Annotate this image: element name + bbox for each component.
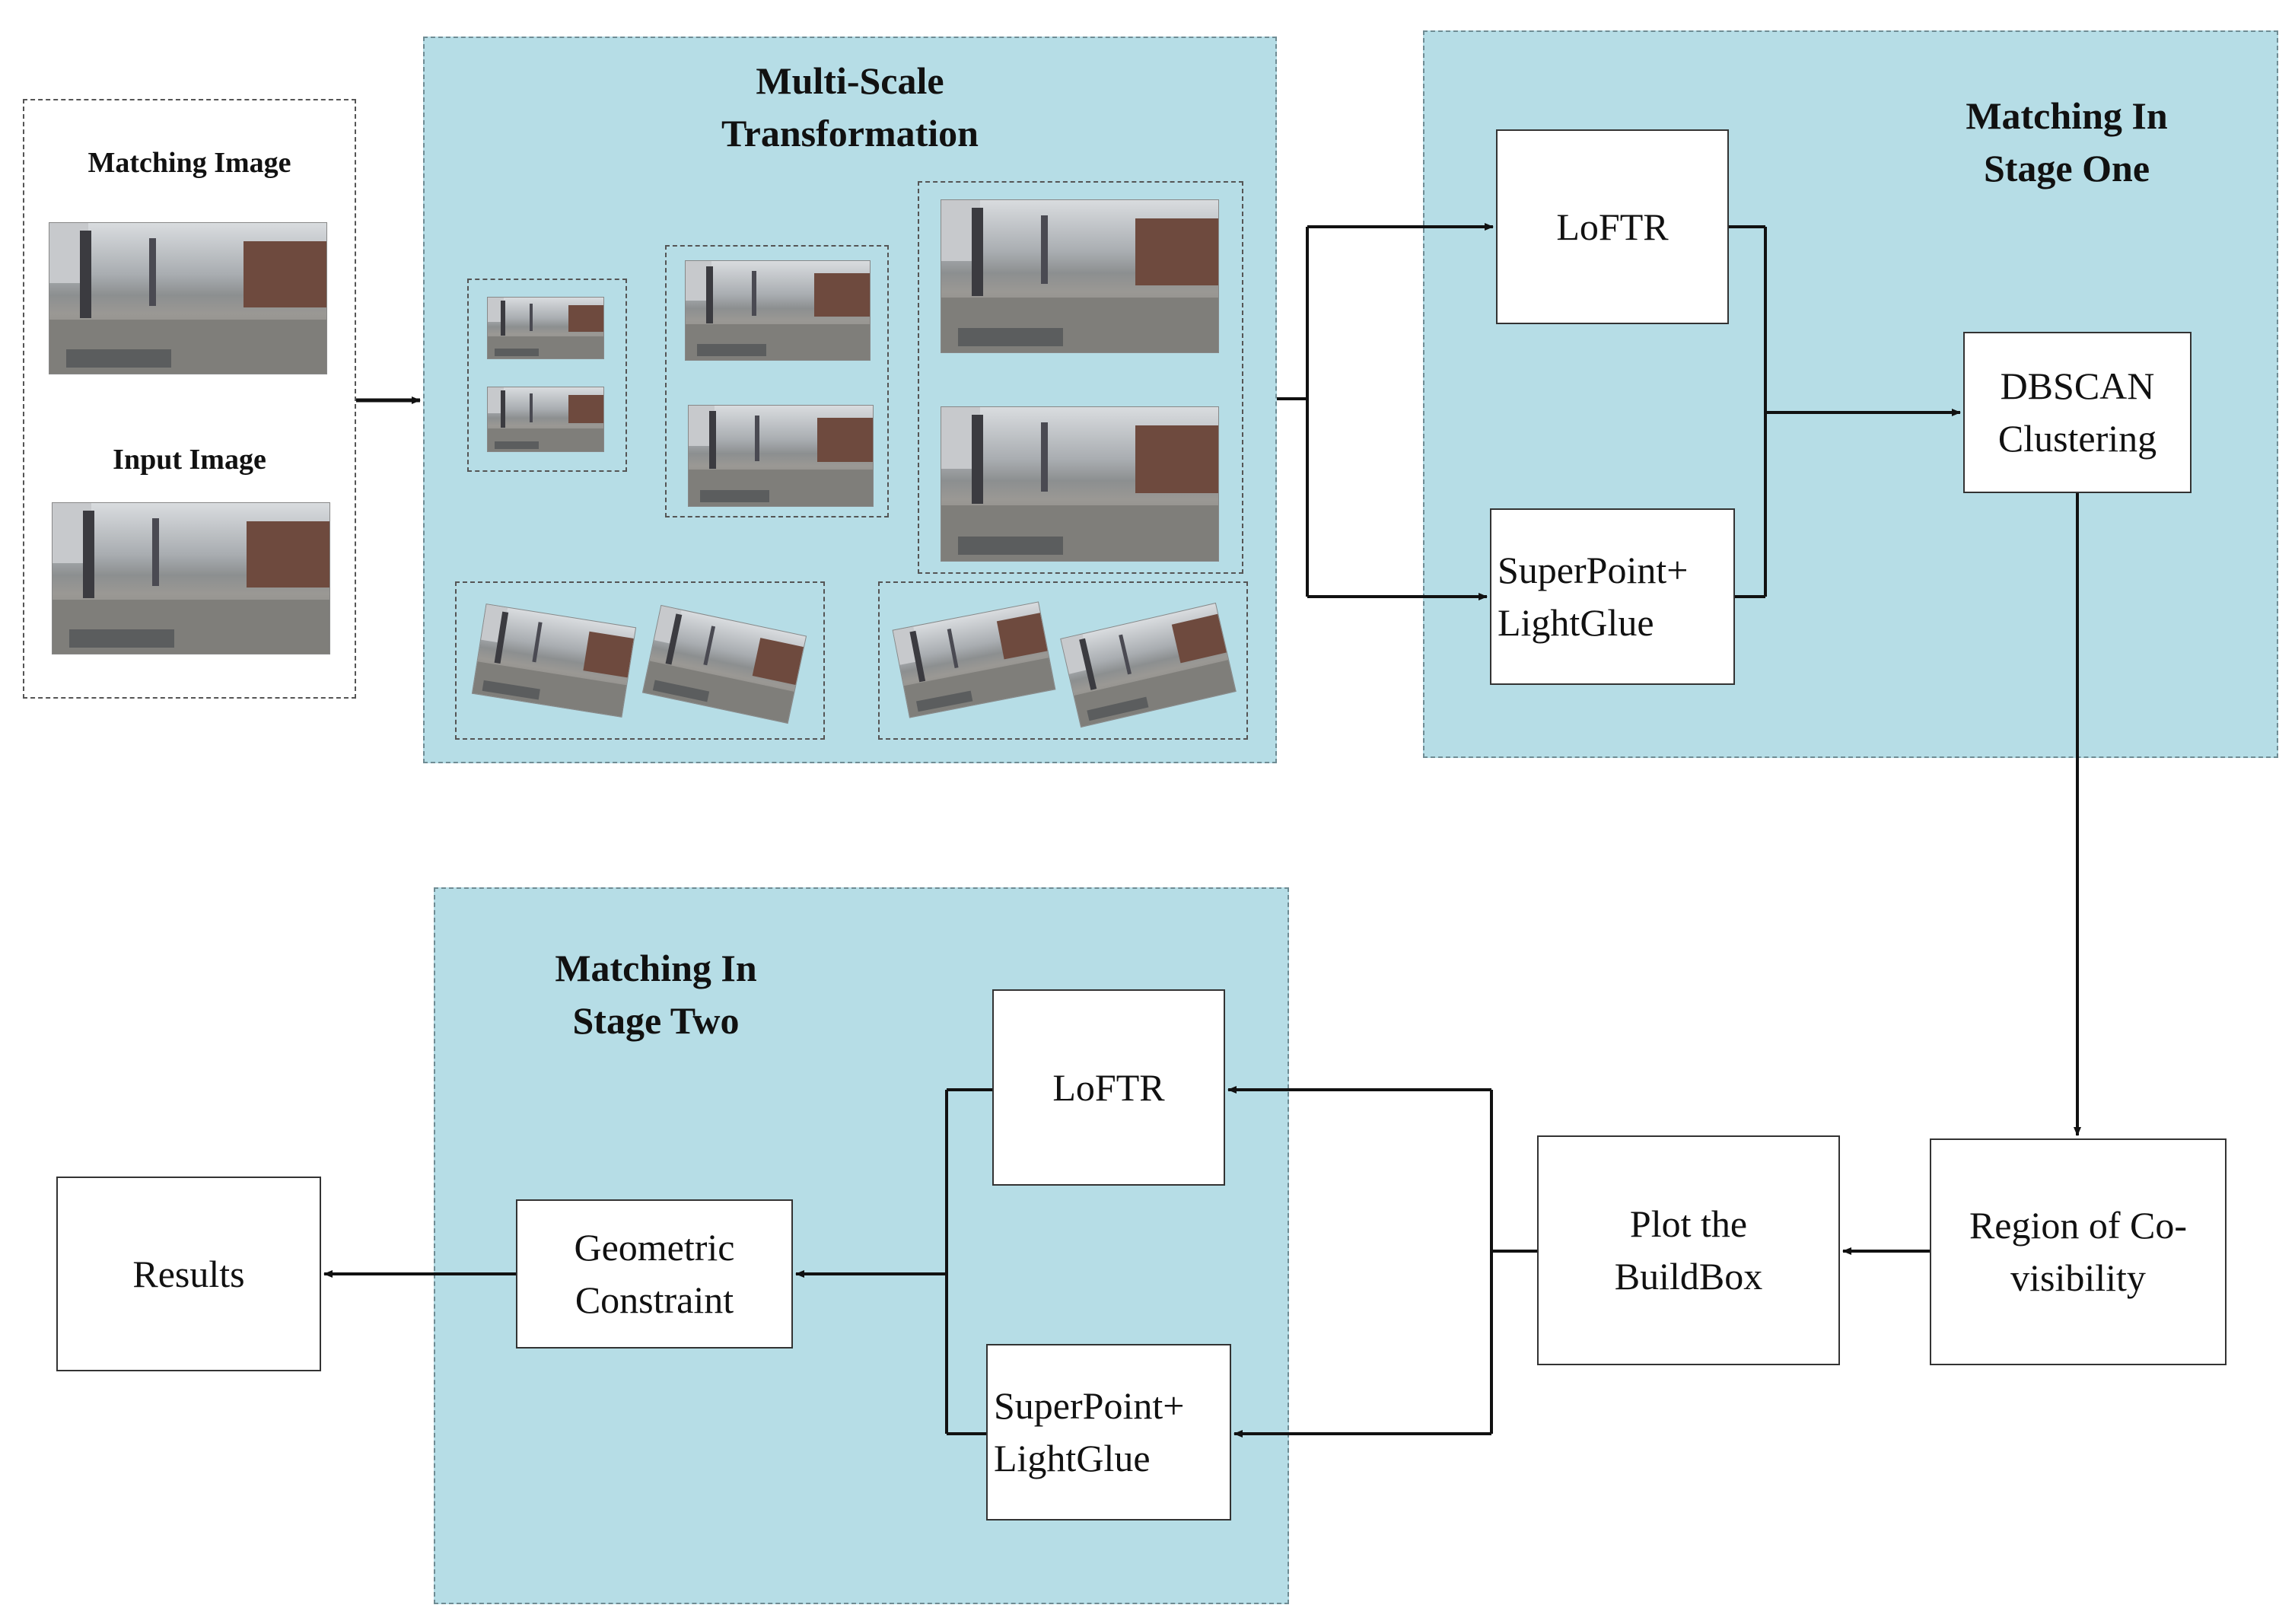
matching-image-label: Matching Image — [88, 147, 291, 179]
scaled-image-small-2 — [487, 387, 604, 452]
multi-scale-title: Multi-Scale Transformation — [721, 59, 979, 154]
stage-two-title: Matching In Stage Two — [555, 947, 757, 1042]
results-box: Results — [56, 1177, 321, 1371]
rotation-group-2 — [878, 581, 1248, 740]
scale-group-medium — [665, 245, 889, 517]
input-images-panel — [23, 99, 356, 699]
stage-two-superpoint-lightglue: SuperPoint+LightGlue — [986, 1344, 1231, 1521]
scale-group-small — [467, 279, 627, 472]
scaled-image-large-2 — [941, 406, 1219, 562]
matching-image — [49, 222, 327, 374]
scaled-image-medium-1 — [685, 260, 871, 361]
scale-group-large — [918, 181, 1243, 574]
scaled-image-small-1 — [487, 297, 604, 359]
scaled-image-medium-2 — [688, 405, 874, 507]
stage-one-loftr: LoFTR — [1496, 129, 1729, 324]
region-of-covisibility: Region of Co-visibility — [1930, 1138, 2227, 1365]
rotation-group-1 — [455, 581, 825, 740]
scaled-image-large-1 — [941, 199, 1219, 353]
stage-one-superpoint-lightglue: SuperPoint+LightGlue — [1490, 508, 1735, 685]
input-image-label: Input Image — [113, 444, 266, 476]
stage-two-loftr: LoFTR — [992, 989, 1225, 1186]
input-image — [52, 502, 330, 654]
stage-one-title: Matching In Stage One — [1966, 94, 2168, 189]
